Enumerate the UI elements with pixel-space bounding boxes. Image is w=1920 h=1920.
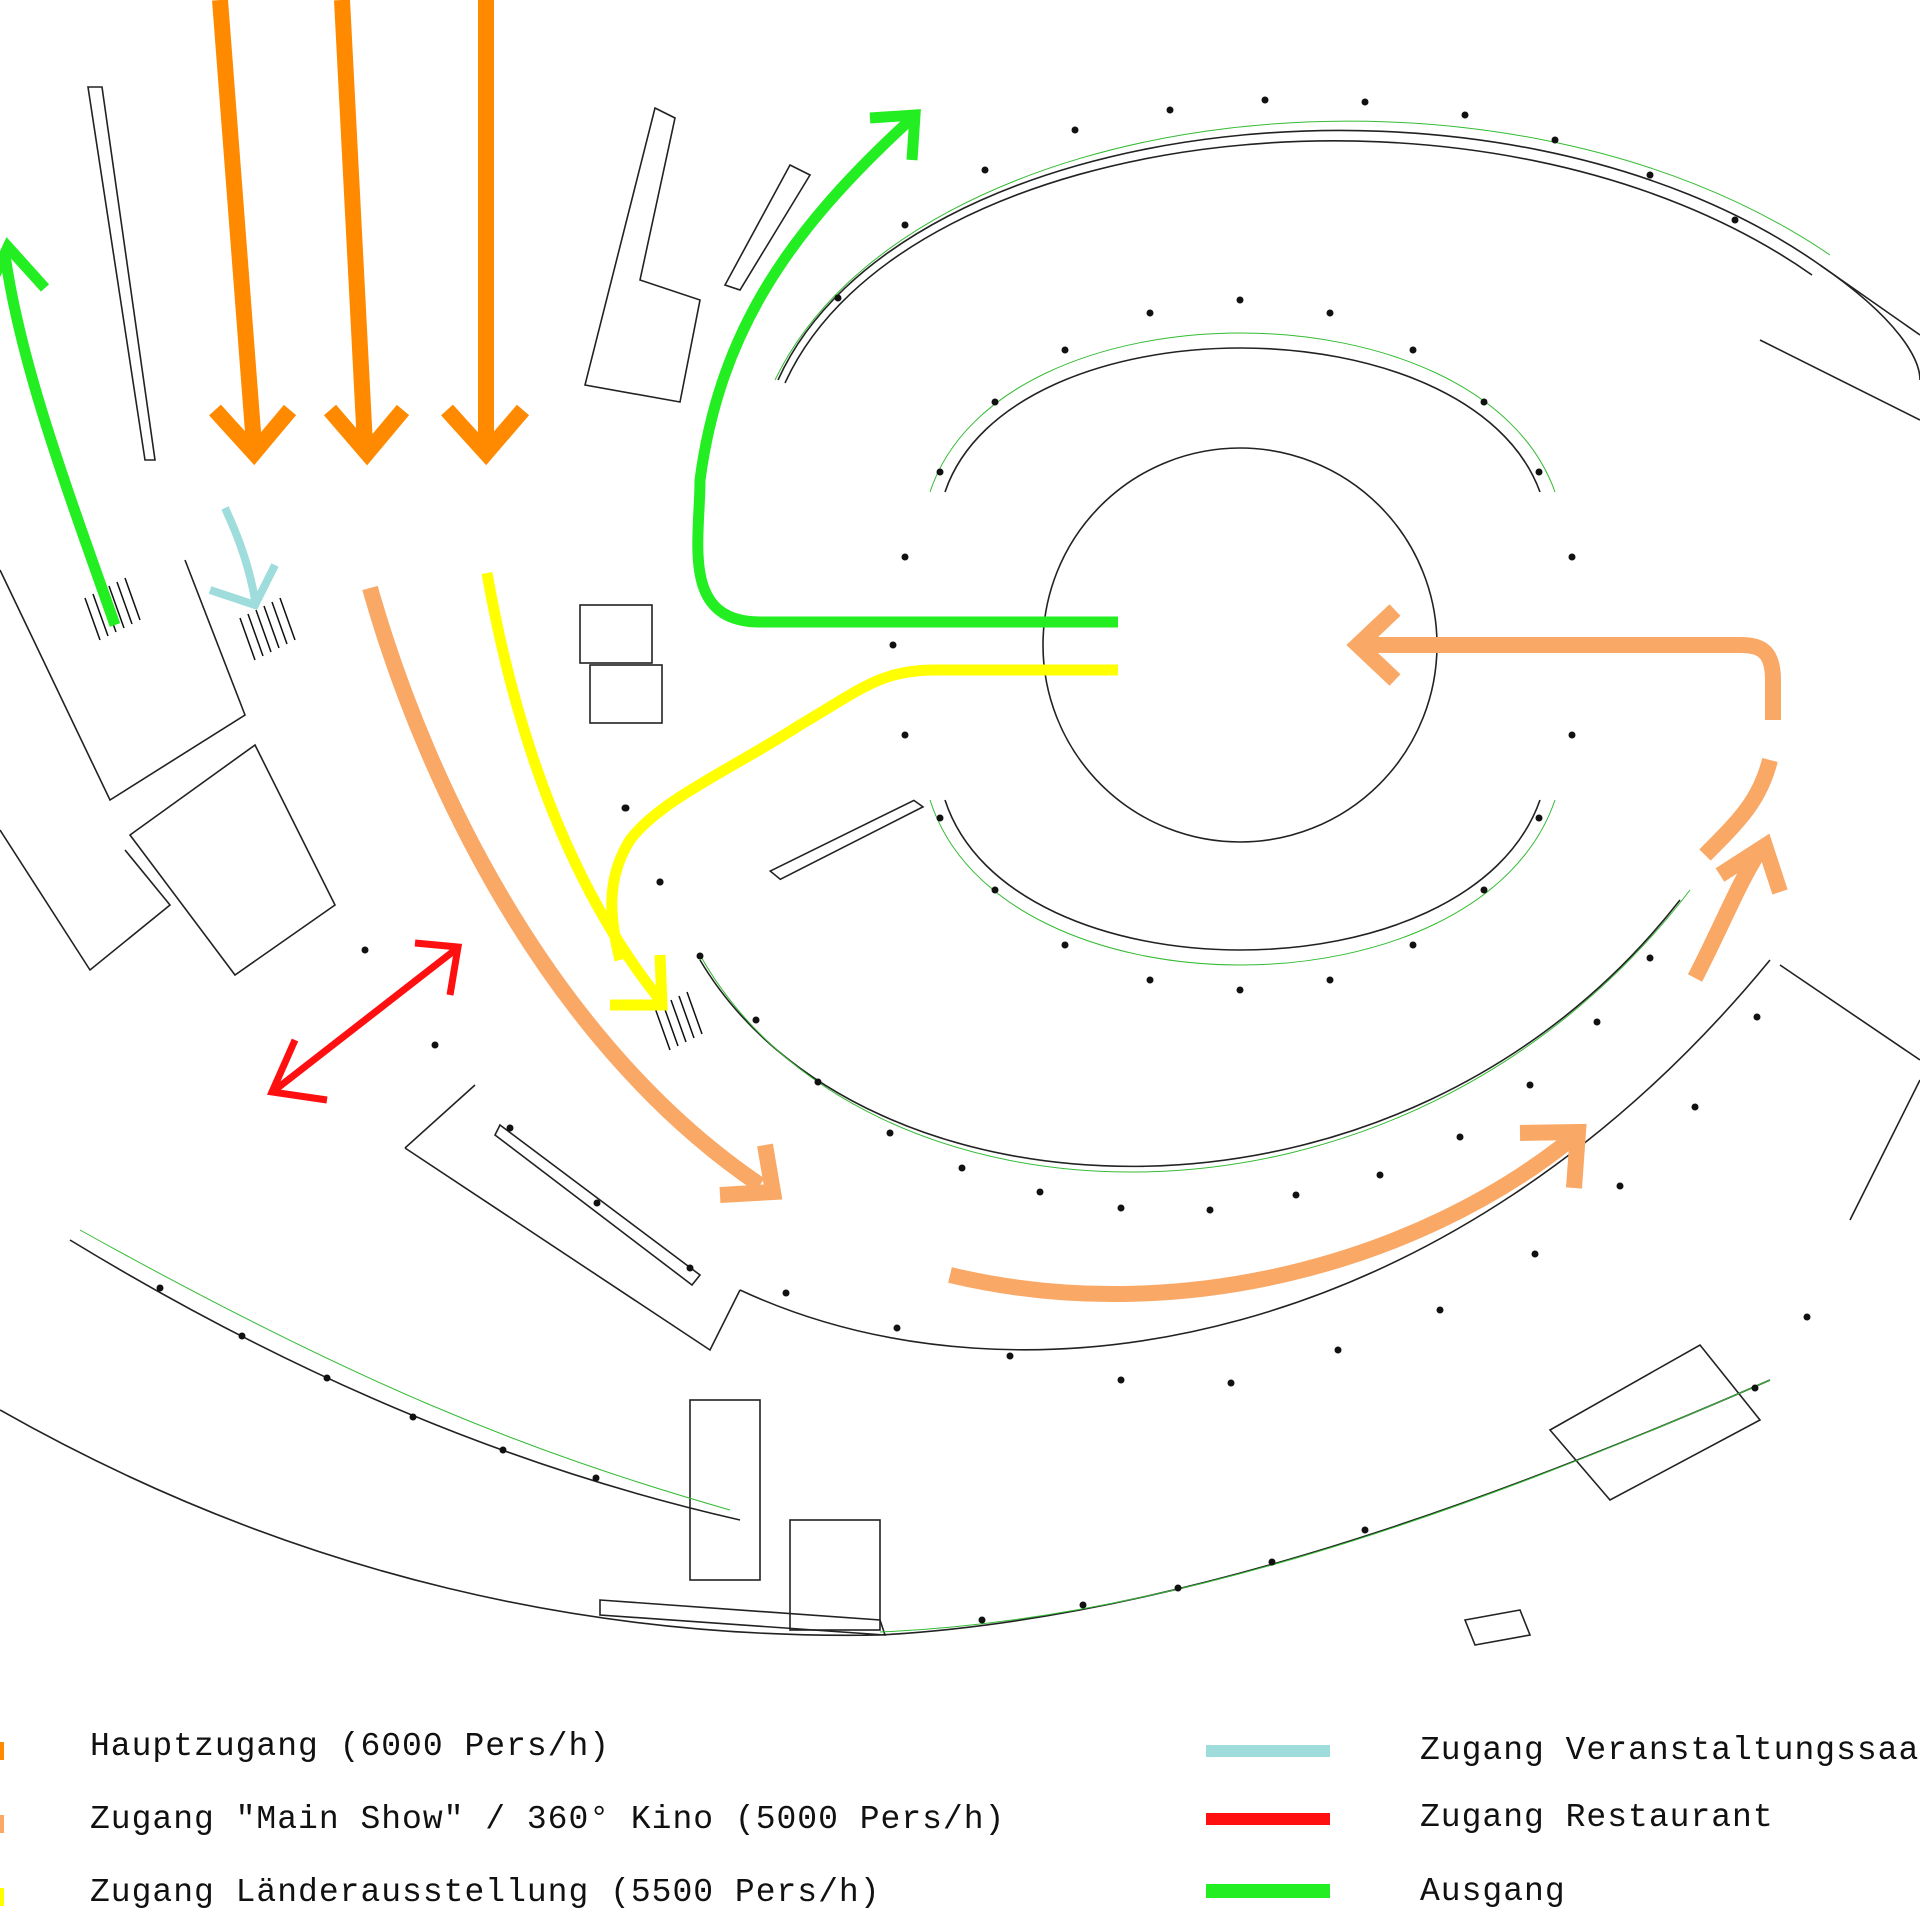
exit-arrows <box>0 109 1118 628</box>
country-exhibition-arrows <box>481 572 1118 1011</box>
exit-arrow-west <box>0 254 121 627</box>
legend-swatch-country <box>0 1888 4 1906</box>
legend-swatch-main-show <box>0 1815 4 1833</box>
restaurant-arrow <box>266 939 463 1104</box>
legend-label-restaurant: Zugang Restaurant <box>1420 1799 1774 1836</box>
legend-swatches <box>0 1742 1330 1906</box>
south-wall-1 <box>739 959 1771 1351</box>
legend-label-event-hall: Zugang Veranstaltungssaal <box>1420 1732 1920 1769</box>
exit-arrow-center <box>692 115 1118 628</box>
west-wall-a <box>0 559 246 802</box>
north-building-panel <box>723 163 812 291</box>
legend-swatch-event-hall <box>1206 1745 1330 1757</box>
guide-lines <box>79 120 1831 1633</box>
se-building <box>1548 1343 1762 1502</box>
main-entrance-arrows <box>209 0 530 466</box>
inner-south-arc <box>699 899 1681 1168</box>
se-panel <box>1463 1609 1532 1646</box>
main-show-arrows <box>362 585 1788 1302</box>
legend-swatch-restaurant <box>1206 1813 1330 1825</box>
east-room-top <box>1759 264 1920 421</box>
outer-east-wall-inner <box>784 140 1813 384</box>
diagonal-bench <box>768 799 925 881</box>
north-building <box>584 106 701 403</box>
legend-label-main-show: Zugang "Main Show" / 360° Kino (5000 Per… <box>90 1801 1006 1838</box>
south-building-2 <box>789 1519 881 1631</box>
east-room-bottom <box>1779 964 1920 1221</box>
legend-label-country-exhibition: Zugang Länderausstellung (5500 Pers/h) <box>90 1874 881 1911</box>
legend-swatch-exit <box>1206 1884 1330 1898</box>
main-entrance-arrow-2 <box>334 0 373 446</box>
inner-ring-bottom <box>944 799 1541 951</box>
legend-label-main-entrance: Hauptzugang (6000 Pers/h) <box>90 1728 611 1765</box>
south-wall-3 <box>69 1239 741 1521</box>
south-wall-step <box>404 1084 741 1352</box>
outer-east-wall <box>777 129 1920 381</box>
south-building-1 <box>689 1399 761 1581</box>
south-platform <box>599 1599 887 1636</box>
building-walls <box>0 86 1920 1646</box>
main-entrance-arrow-1 <box>212 0 262 446</box>
south-bench <box>493 1123 702 1287</box>
south-wall-2 <box>0 1379 1771 1637</box>
west-wall-b <box>0 829 172 972</box>
inner-ring-top <box>944 347 1541 493</box>
stairs-w <box>239 597 296 661</box>
event-hall-arrow <box>208 506 279 610</box>
legend-swatch-main-entrance <box>0 1742 4 1760</box>
kiosk-2 <box>589 664 663 724</box>
column-dots <box>156 96 1811 1624</box>
legend-label-exit: Ausgang <box>1420 1873 1566 1910</box>
west-room <box>128 743 337 977</box>
stairs-center <box>654 991 703 1051</box>
north-west-panel <box>87 86 156 461</box>
kiosk-1 <box>579 604 653 664</box>
